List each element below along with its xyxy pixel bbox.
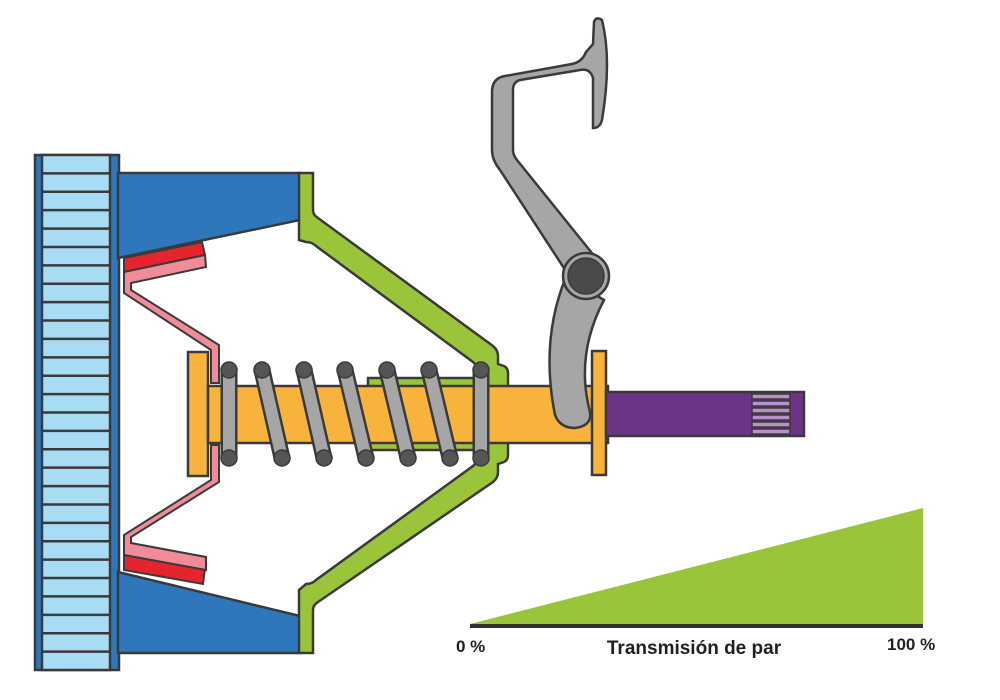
- shaft-spline: [751, 428, 791, 435]
- clutch-disc-upper: [123, 253, 220, 384]
- pedal-pivot-pin: [567, 257, 605, 295]
- torque-title: Transmisión de par: [607, 638, 782, 659]
- clutch-cover-lower: [297, 439, 510, 655]
- pressure-spring: [220, 361, 490, 467]
- spring-coil: [378, 361, 417, 467]
- torque-max-label: 100 %: [887, 635, 935, 654]
- spring-coil: [295, 361, 333, 467]
- spring-coil: [220, 361, 238, 467]
- clutch-cover-upper: [297, 171, 510, 389]
- shaft-splines: [751, 393, 791, 435]
- hub-left-flange: [186, 350, 210, 478]
- shaft-spline: [751, 393, 791, 400]
- hub-right-flange: [590, 349, 608, 477]
- spring-coil: [336, 361, 375, 467]
- torque-wedge: [470, 508, 923, 624]
- shaft-spline: [751, 400, 791, 407]
- shaft-spline: [751, 421, 791, 428]
- pressure-plate-lower: [116, 570, 302, 655]
- shaft-spline: [751, 407, 791, 414]
- clutch-disc-lower: [123, 444, 220, 572]
- flywheel-teeth: [42, 172, 110, 653]
- input-shaft: [604, 390, 806, 438]
- torque-indicator: 0 % Transmisión de par 100 %: [456, 508, 935, 659]
- shaft-spline: [751, 414, 791, 421]
- spring-coil: [472, 361, 490, 467]
- pressure-plate-upper: [116, 171, 302, 260]
- pedal-arm-lower: [548, 275, 606, 430]
- flywheel: [33, 153, 121, 672]
- clutch-pedal: [490, 17, 611, 430]
- spring-coil: [420, 361, 459, 467]
- torque-min-label: 0 %: [456, 637, 485, 656]
- spring-coil: [253, 361, 291, 467]
